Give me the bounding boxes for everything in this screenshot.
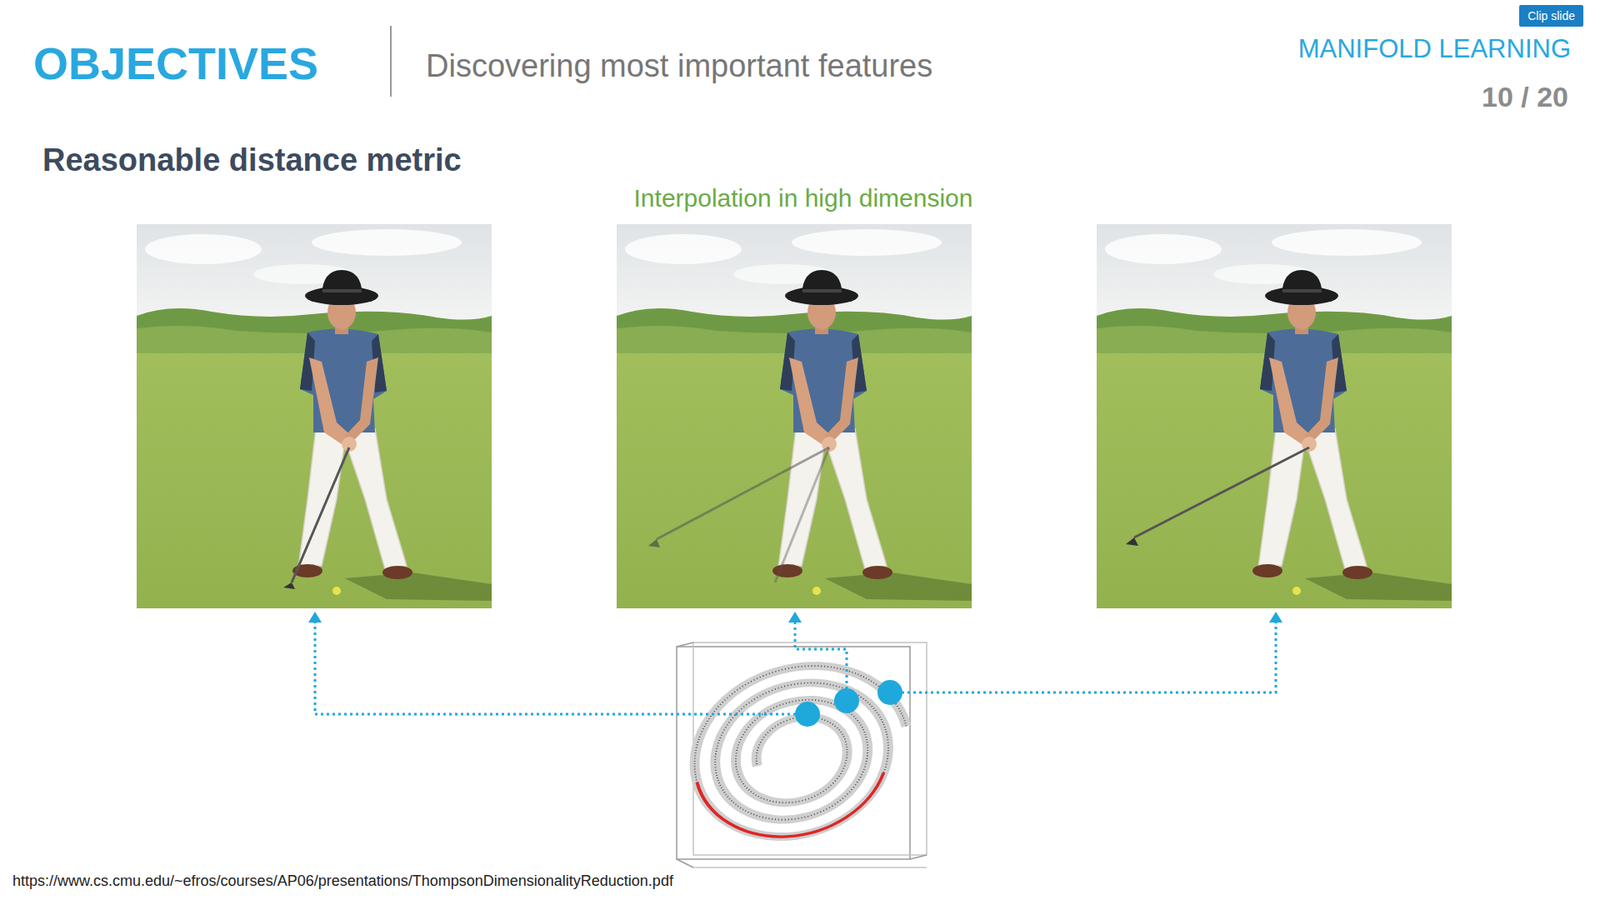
image-caption: Interpolation in high dimension: [634, 184, 974, 214]
slide-title: OBJECTIVES: [33, 37, 319, 90]
section-heading: Reasonable distance metric: [42, 142, 462, 180]
slide-subtitle: Discovering most important features: [425, 48, 933, 85]
arrow-head: [308, 611, 1283, 623]
leader-line: [315, 620, 1276, 715]
swiss-roll: [675, 642, 927, 859]
clip-button: Clip slide: [1519, 5, 1584, 27]
golfer-photo: [616, 224, 972, 609]
page-number: 10 / 20: [1481, 80, 1569, 114]
golfer-photo: [1096, 224, 1452, 609]
header-separator: [390, 25, 392, 97]
source-url: https://www.cs.cmu.edu/~efros/courses/AP…: [12, 872, 674, 890]
golfer-photo: [136, 224, 492, 609]
section-name: MANIFOLD LEARNING: [1298, 34, 1571, 65]
manifold-point: [795, 680, 903, 727]
